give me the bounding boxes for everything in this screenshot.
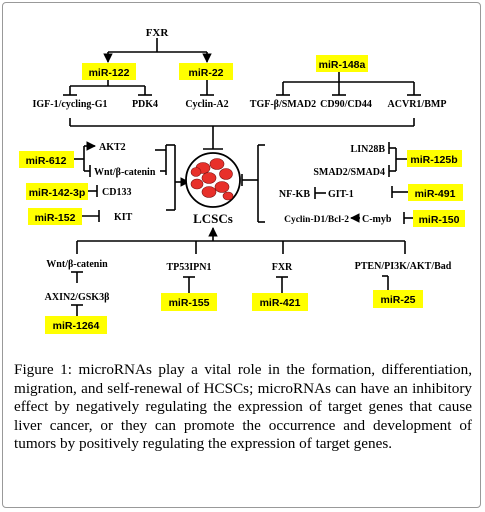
mir421-box <box>252 293 308 311</box>
mir142-box <box>26 183 88 200</box>
fxr-top-label: FXR <box>146 27 170 39</box>
caption-label: Figure 1: <box>14 361 72 378</box>
mir142-label: miR-142-3p <box>29 187 86 199</box>
mir1264-label: miR-1264 <box>53 320 100 332</box>
lcsc-cell-cluster <box>185 152 241 208</box>
wnt-left-label: Wnt/β-catenin <box>94 167 156 178</box>
mir125b-box <box>407 150 462 167</box>
caption-text: microRNAs play a vital role in the forma… <box>14 361 472 453</box>
mir421-label: miR-421 <box>260 297 301 309</box>
axin2-label: AXIN2/GSK3β <box>45 292 110 303</box>
cd90-label: CD90/CD44 <box>320 99 372 110</box>
wnt-bottom-label: Wnt/β-catenin <box>46 259 108 270</box>
mir612-label: miR-612 <box>26 155 67 167</box>
mir25-box <box>373 290 423 308</box>
mir1264-box <box>45 316 107 334</box>
tp53-label: TP53IPN1 <box>167 262 212 273</box>
mir155-label: miR-155 <box>169 297 210 309</box>
mir122-box <box>82 63 136 80</box>
mir150-box <box>413 210 465 227</box>
mir148a-label: miR-148a <box>319 59 366 71</box>
mir150-label: miR-150 <box>419 214 460 226</box>
acvr1-label: ACVR1/BMP <box>388 99 447 110</box>
nfkb-label: NF-KB <box>279 189 310 200</box>
akt2-label: AKT2 <box>99 142 126 153</box>
mir125b-label: miR-125b <box>410 154 457 166</box>
figure-frame <box>2 2 481 508</box>
mir152-box <box>28 208 82 225</box>
cyclin-a2-label: Cyclin-A2 <box>185 99 228 110</box>
kit-label: KIT <box>114 212 133 223</box>
tgf-label: TGF-β/SMAD2 <box>250 99 316 110</box>
mir491-label: miR-491 <box>415 188 456 200</box>
cd133-label: CD133 <box>102 187 131 198</box>
mir612-box <box>19 151 74 168</box>
mir122-label: miR-122 <box>89 67 130 79</box>
mir491-box <box>408 184 463 201</box>
center-label: LCSCs <box>193 211 233 226</box>
mirna-highlights <box>19 55 465 334</box>
mir22-label: miR-22 <box>188 67 223 79</box>
igf-label: IGF-1/cycling-G1 <box>33 99 108 110</box>
mir155-box <box>161 293 217 311</box>
smad2-4-label: SMAD2/SMAD4 <box>313 167 385 178</box>
pten-label: PTEN/PI3K/AKT/Bad <box>355 261 452 272</box>
figure-caption: Figure 1: microRNAs play a vital role in… <box>14 361 472 454</box>
lin28b-label: LIN28B <box>351 144 386 155</box>
regulation-diagram: FXR IGF-1/cycling-G1 PDK4 Cyclin-A2 TGF-… <box>19 27 465 334</box>
mir148a-box <box>316 55 368 72</box>
git1-label: GIT-1 <box>328 189 354 200</box>
pdk4-label: PDK4 <box>132 99 158 110</box>
connector-lines <box>63 38 421 316</box>
cyclin-d1-label: Cyclin-D1/Bcl-2 <box>284 215 349 225</box>
mir22-box <box>179 63 233 80</box>
cmyb-label: C-myb <box>362 214 392 225</box>
fxr-bottom-label: FXR <box>272 262 293 273</box>
mir152-label: miR-152 <box>35 212 76 224</box>
mir25-label: miR-25 <box>380 294 415 306</box>
